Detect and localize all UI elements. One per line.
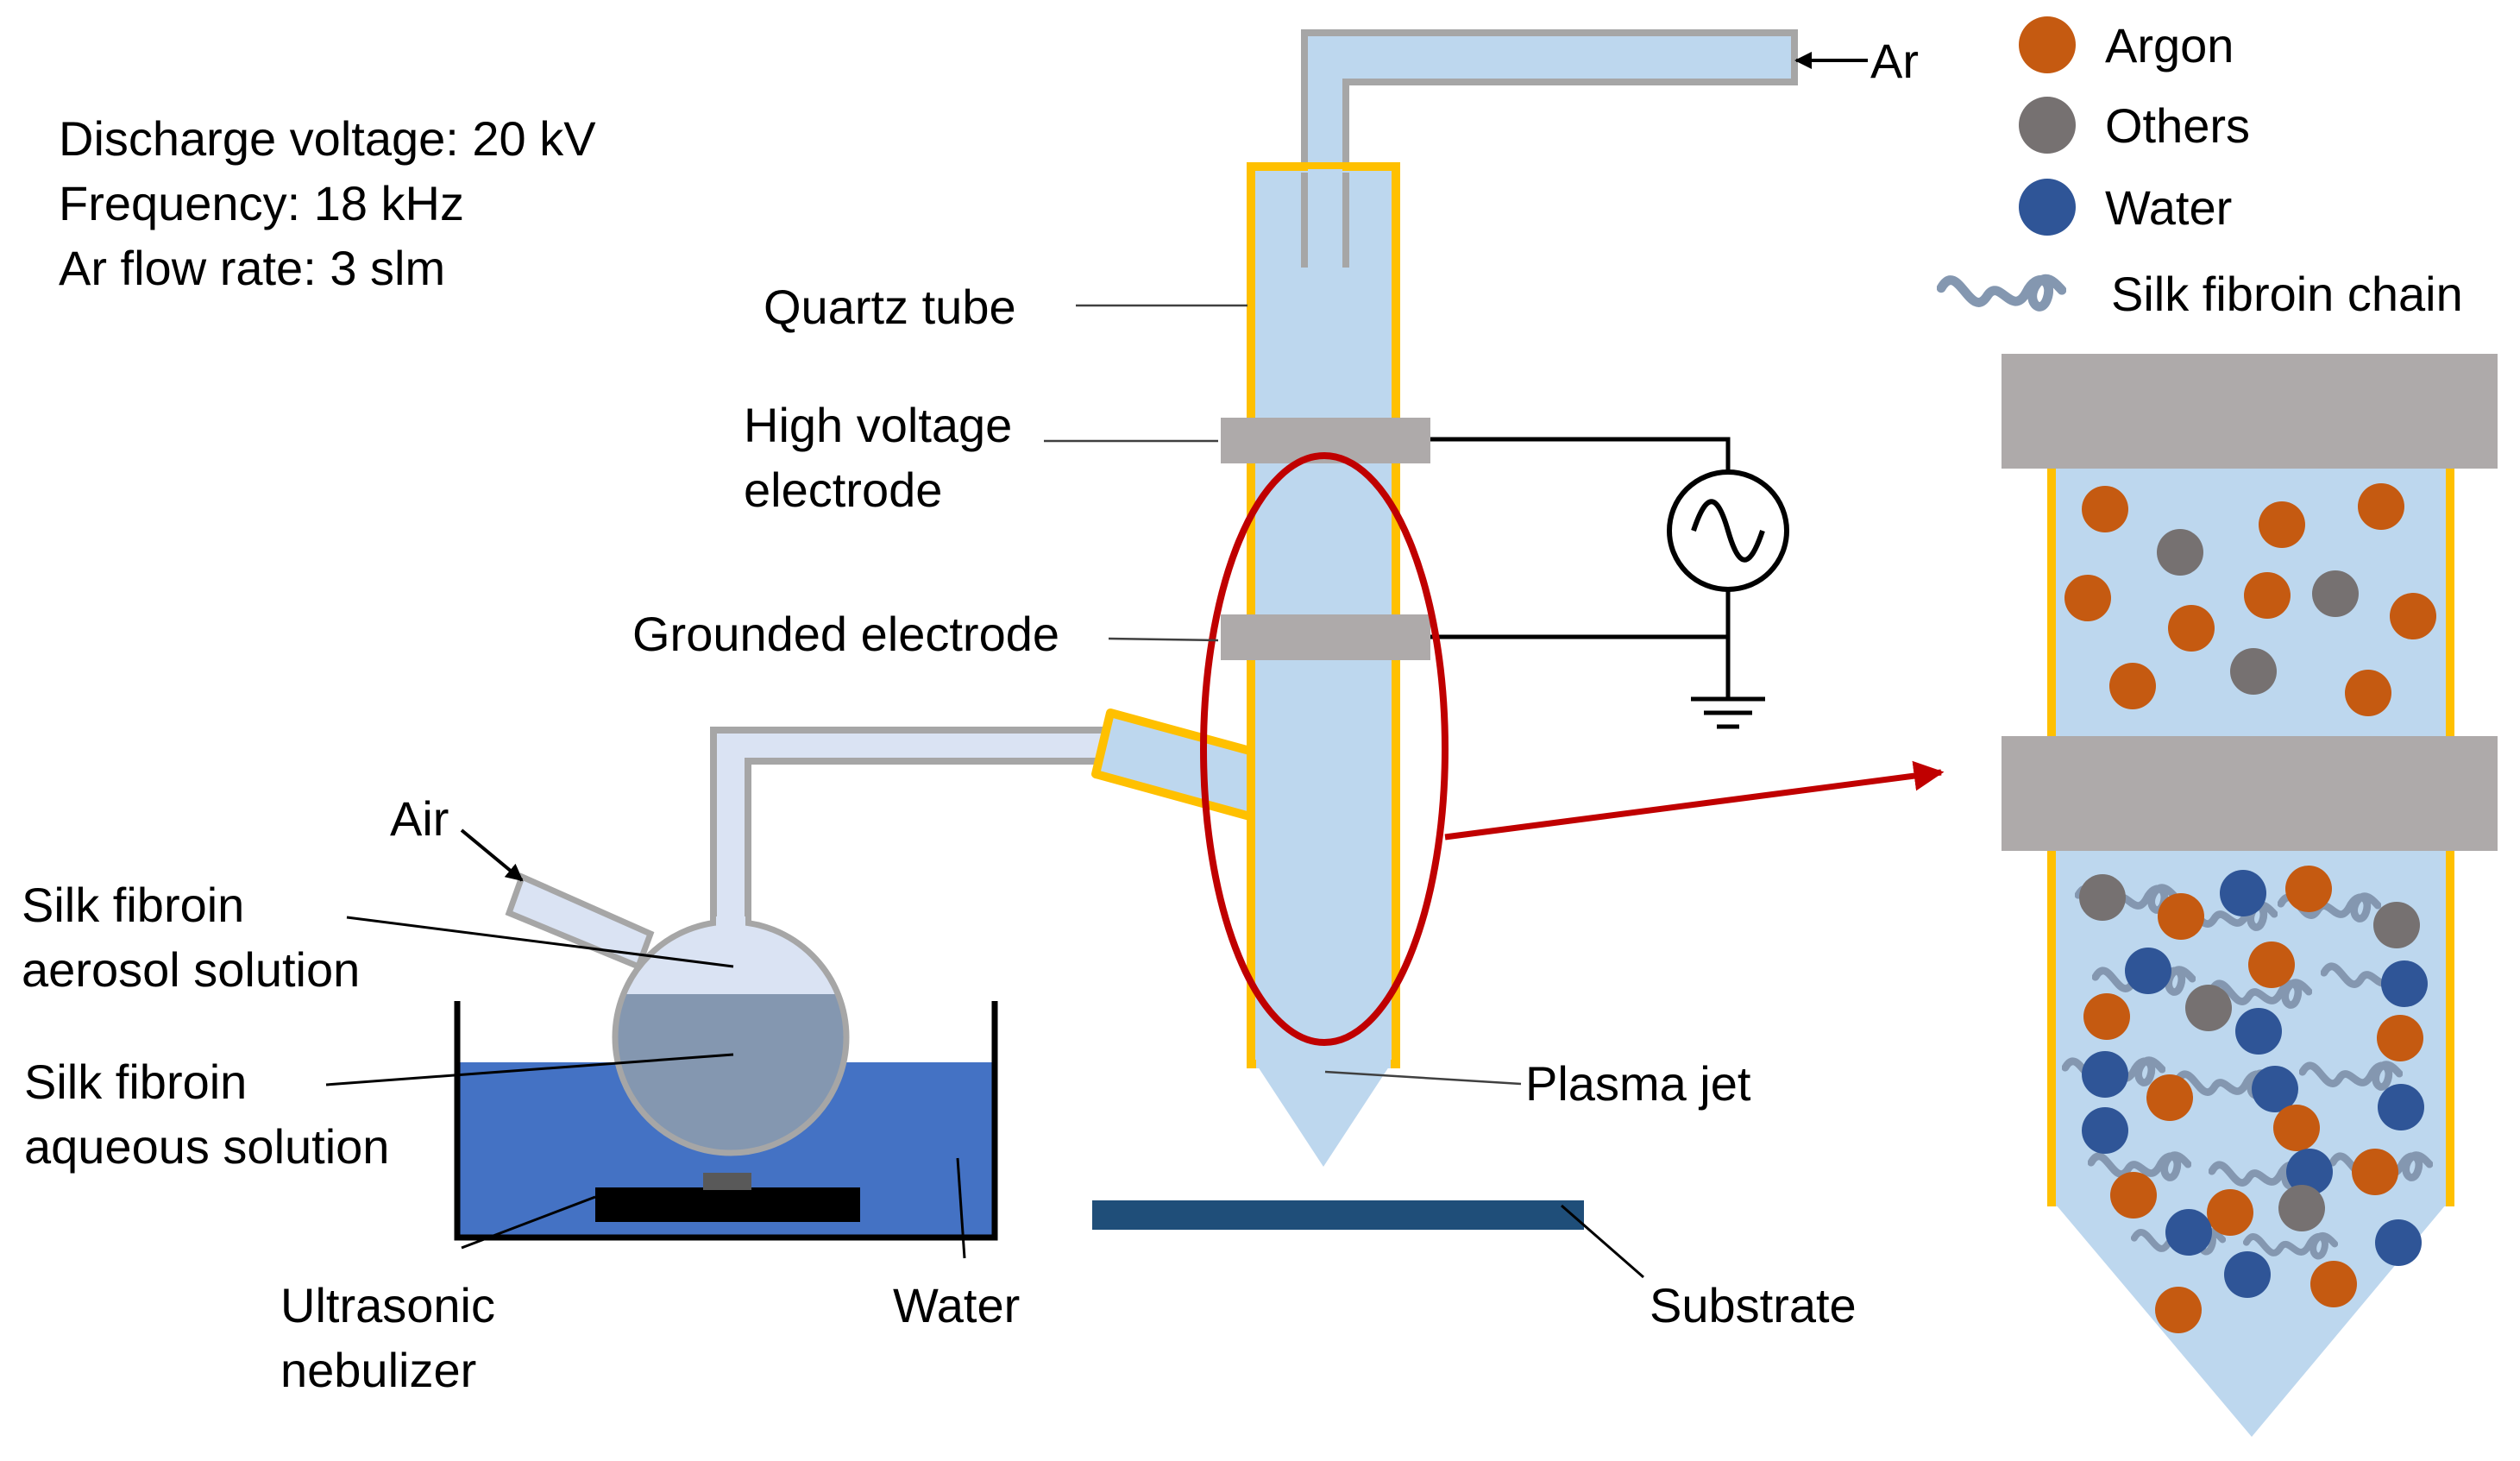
particle-argon: [2155, 1287, 2202, 1333]
legend-item-water: Water: [2019, 179, 2232, 236]
frequency-text: Frequency: 18 kHz: [59, 176, 464, 230]
particle-other: [2230, 648, 2277, 695]
hv-electrode-label-line1: High voltage: [744, 398, 1012, 452]
water-bath-label: Water: [893, 1278, 1020, 1332]
legend-item-silk-chain: Silk fibroin chain: [1941, 267, 2463, 321]
particle-argon: [2285, 866, 2332, 912]
particle-argon: [2244, 572, 2291, 619]
particle-argon: [2352, 1149, 2398, 1195]
nebulizer-label-line1: Ultrasonic: [280, 1278, 495, 1332]
aerosol-label-line1: Silk fibroin: [22, 878, 244, 932]
particle-argon: [2273, 1105, 2320, 1151]
particle-other: [2312, 570, 2359, 617]
legend-water-label: Water: [2105, 180, 2232, 235]
quartz-tube-label: Quartz tube: [764, 280, 1016, 334]
zoom-arrow: [1444, 760, 1945, 841]
particle-argon: [2310, 1261, 2357, 1307]
discharge-voltage-text: Discharge voltage: 20 kV: [59, 111, 596, 166]
lower-gas-particles: [2079, 866, 2428, 1333]
aqueous-label-line1: Silk fibroin: [24, 1055, 247, 1109]
particle-argon: [2146, 1074, 2193, 1121]
silk-chain-icon: [1941, 279, 2062, 306]
particle-other: [2185, 985, 2232, 1031]
substrate-label: Substrate: [1650, 1278, 1857, 1332]
quartz-side-arm: [1091, 708, 1260, 822]
air-arrow: [460, 828, 524, 882]
particle-argon: [2248, 941, 2295, 988]
upper-gas-particles: [2064, 483, 2436, 716]
zoom-grounded-electrode: [2002, 736, 2498, 851]
discharge-region-highlight: [1200, 452, 1449, 1046]
water-marker: [2019, 179, 2076, 236]
particle-other: [2278, 1185, 2325, 1231]
ar-inlet-label: Ar: [1870, 34, 1919, 88]
argon-marker: [2019, 16, 2076, 73]
legend-others-label: Others: [2105, 98, 2250, 153]
circuit-wiring: [1430, 437, 1765, 729]
inner-inlet-tube: [1301, 173, 1349, 268]
particle-water: [2125, 948, 2171, 994]
air-label: Air: [390, 791, 449, 846]
particle-argon: [2207, 1189, 2253, 1236]
particle-water: [2235, 1008, 2282, 1055]
plasma-jet-label: Plasma jet: [1525, 1056, 1751, 1111]
particle-water: [2220, 870, 2266, 916]
particle-other: [2079, 874, 2126, 921]
nebulizer-stem: [703, 1173, 751, 1190]
hv-electrode-label-line2: electrode: [744, 463, 942, 517]
nebulizer-label-line2: nebulizer: [280, 1343, 476, 1397]
substrate: [1092, 1200, 1584, 1230]
others-marker: [2019, 97, 2076, 154]
particle-argon: [2082, 486, 2128, 532]
particle-water: [2165, 1209, 2212, 1256]
ar-flow-rate-text: Ar flow rate: 3 slm: [59, 241, 445, 295]
flask: [505, 872, 850, 1156]
particle-argon: [2377, 1015, 2423, 1061]
particle-argon: [2259, 501, 2305, 548]
aerosol-transfer-tube: [710, 727, 1112, 941]
particle-argon: [2064, 575, 2111, 621]
ac-voltage-source-icon: [1667, 469, 1789, 592]
legend-item-argon: Argon: [2019, 16, 2234, 73]
aerosol-label-line2: aerosol solution: [22, 942, 360, 997]
legend: Argon Others Water Silk fibroin chain: [1941, 16, 2463, 321]
plasma-jet-cone: [1256, 1064, 1391, 1167]
legend-silk-chain-label: Silk fibroin chain: [2111, 267, 2463, 321]
particle-water: [2082, 1107, 2128, 1154]
legend-item-others: Others: [2019, 97, 2250, 154]
particle-argon: [2345, 670, 2391, 716]
grounded-electrode-label: Grounded electrode: [632, 607, 1059, 661]
zoomed-discharge-region: [2002, 354, 2498, 1437]
particle-other: [2157, 529, 2203, 576]
particle-argon: [2168, 605, 2215, 652]
particle-other: [2373, 902, 2420, 948]
particle-water: [2375, 1219, 2422, 1266]
particle-argon: [2083, 993, 2130, 1040]
particle-argon: [2158, 893, 2204, 940]
discharge-parameters: Discharge voltage: 20 kV Frequency: 18 k…: [59, 111, 596, 295]
zoom-hv-electrode: [2002, 354, 2498, 469]
legend-argon-label: Argon: [2105, 18, 2234, 72]
particle-argon: [2390, 593, 2436, 639]
particle-argon: [2358, 483, 2404, 530]
particle-water: [2082, 1051, 2128, 1098]
particle-argon: [2109, 663, 2156, 709]
particle-water: [2224, 1251, 2271, 1298]
particle-water: [2378, 1084, 2424, 1130]
particle-water: [2286, 1149, 2333, 1195]
particle-water: [2252, 1066, 2298, 1112]
grounded-electrode: [1221, 614, 1430, 660]
particle-argon: [2110, 1172, 2157, 1219]
aqueous-label-line2: aqueous solution: [24, 1119, 389, 1174]
ultrasonic-nebulizer: [595, 1187, 860, 1222]
particle-water: [2381, 960, 2428, 1007]
